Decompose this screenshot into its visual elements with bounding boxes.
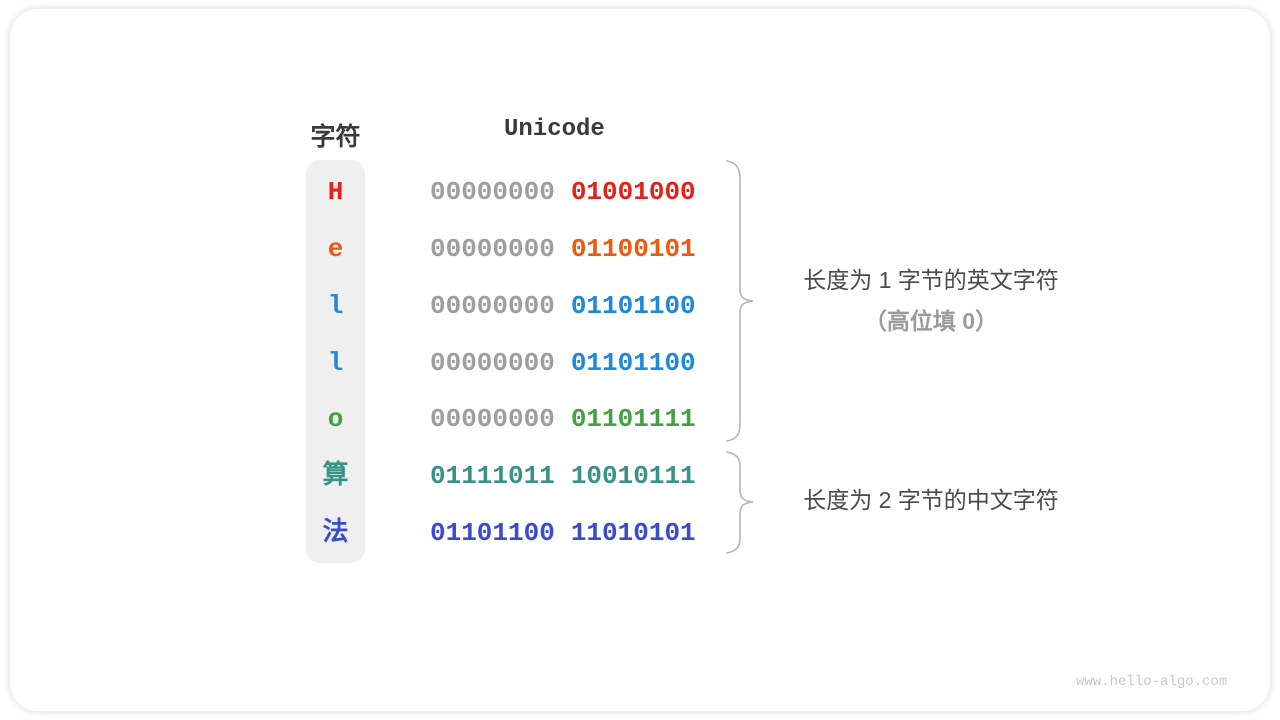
unicode-bits-cell: 00000000 01101111: [430, 403, 696, 435]
annotation-chinese-chars: 长度为 2 字节的中文字符: [758, 486, 1104, 515]
byte-group: 01100101: [570, 234, 696, 264]
table-row: l 00000000 01101100: [0, 290, 1280, 322]
character-cell: o: [327, 404, 344, 434]
character-cell: H: [327, 177, 344, 207]
byte-group: 00000000: [430, 234, 555, 264]
byte-group: 00000000: [430, 291, 555, 321]
table-row: e 00000000 01100101: [0, 233, 1280, 265]
character-cell: l: [327, 348, 344, 378]
byte-group: 00000000: [430, 348, 555, 378]
annotation-chinese-line1: 长度为 2 字节的中文字符: [803, 487, 1059, 513]
byte-group: 10010111: [570, 461, 696, 491]
annotation-english-line2: （高位填 0）: [863, 308, 999, 334]
byte-group: 00000000: [430, 404, 555, 434]
table-row: 算 01111011 10010111: [0, 460, 1280, 492]
table-row: H 00000000 01001000: [0, 176, 1280, 208]
column-header-unicode: Unicode: [504, 116, 605, 143]
unicode-bits-cell: 00000000 01100101: [430, 233, 696, 265]
unicode-bits-cell: 00000000 01101100: [430, 290, 696, 322]
annotation-english-chars: 长度为 1 字节的英文字符 （高位填 0）: [758, 266, 1104, 336]
table-row: 法 01101100 11010101: [0, 517, 1280, 549]
character-cell: 算: [322, 461, 349, 491]
byte-group: 11010101: [570, 518, 696, 548]
column-header-character: 字符: [310, 123, 361, 151]
diagram-card-background: [10, 9, 1270, 711]
byte-group: 00000000: [430, 177, 555, 207]
character-cell: l: [327, 291, 344, 321]
character-cell: e: [327, 234, 344, 264]
byte-group: 01101100: [570, 291, 696, 321]
unicode-bits-cell: 00000000 01101100: [430, 347, 696, 379]
byte-group: 01101100: [570, 348, 696, 378]
table-row: l 00000000 01101100: [0, 347, 1280, 379]
table-row: o 00000000 01101111: [0, 403, 1280, 435]
character-cell: 法: [322, 518, 349, 548]
watermark-url: www.hello-algo.com: [1076, 674, 1228, 690]
byte-group: 01001000: [570, 177, 696, 207]
annotation-english-line1: 长度为 1 字节的英文字符: [803, 267, 1059, 293]
byte-group: 01111011: [430, 461, 555, 491]
byte-group: 01101100: [430, 518, 555, 548]
unicode-bits-cell: 00000000 01001000: [430, 176, 696, 208]
unicode-bits-cell: 01111011 10010111: [430, 460, 696, 492]
character-column-band: [306, 160, 365, 563]
unicode-bits-cell: 01101100 11010101: [430, 517, 696, 549]
byte-group: 01101111: [570, 404, 696, 434]
